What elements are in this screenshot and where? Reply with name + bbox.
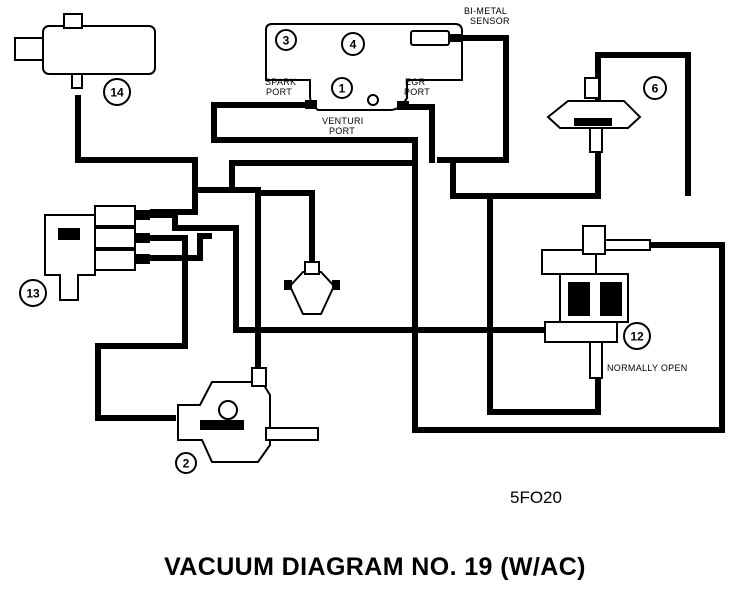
bimetal-label-line1: BI-METAL [464, 6, 507, 16]
component-2-diaphragm [218, 400, 238, 420]
spark-port-label-line2: PORT [266, 87, 292, 97]
callout-1: 1 [339, 82, 346, 96]
component-14-cap [14, 37, 44, 61]
hose-14-to-13 [75, 95, 198, 215]
hose-13-top [150, 212, 545, 333]
component-6-inlet [584, 77, 600, 99]
callout-2: 2 [183, 457, 190, 471]
venturi-port-label-line1: VENTURI [322, 116, 364, 126]
component-6-diaphragm [574, 118, 612, 126]
hose-egr-port [405, 104, 435, 163]
component-12-coil-right [600, 282, 622, 316]
component-6-housing [546, 100, 642, 129]
component-12-base [544, 321, 618, 343]
component-13-port-block-3 [94, 249, 136, 271]
component-13-nipple-3 [135, 254, 150, 264]
callout-12-circle [623, 322, 651, 350]
callout-6: 6 [652, 82, 659, 96]
venturi-dome [284, 261, 340, 315]
component-13 [44, 205, 150, 301]
component-12-top-port [582, 225, 606, 255]
component-13-nipple-1 [135, 210, 150, 220]
component-12-side-port [604, 239, 651, 251]
egr-port-label-line2: PORT [404, 87, 430, 97]
diagram-title: VACUUM DIAGRAM NO. 19 (W/AC) [164, 553, 586, 581]
component-13-port-block-2 [94, 227, 136, 249]
callout-3: 3 [283, 34, 290, 48]
spark-port-nipple [305, 100, 317, 109]
hose-to-12-lower [487, 196, 601, 415]
component-14-top-port [63, 13, 83, 29]
hose-spark-port [211, 102, 418, 163]
callout-4-circle [341, 32, 365, 56]
component-12 [541, 225, 651, 379]
venturi-port-hole [367, 94, 379, 106]
component-12-coil-left [568, 282, 590, 316]
egr-port-label-line1: EGR [405, 77, 426, 87]
component-2 [177, 367, 319, 463]
hose-center-right [229, 160, 725, 433]
vacuum-hoses [75, 35, 725, 433]
venturi-port-label-line2: PORT [329, 126, 355, 136]
component-6 [546, 77, 642, 153]
bimetal-sensor-nipple [449, 34, 463, 42]
callout-2-circle [175, 452, 197, 474]
bimetal-label-line2: SENSOR [470, 16, 510, 26]
component-14-body [42, 25, 156, 75]
hose-13-mid [95, 235, 188, 421]
component-2-top-port [251, 367, 267, 387]
callouts: 1 2 3 4 6 12 13 14 [19, 29, 667, 474]
venturi-dome-left-nub [284, 280, 292, 290]
component-6-stem [589, 127, 603, 153]
callout-13-circle [19, 279, 47, 307]
callout-14-circle [103, 78, 131, 106]
component-12-bottom-port [589, 341, 603, 379]
egr-port-nipple [397, 101, 409, 110]
callout-13: 13 [26, 287, 40, 301]
hose-trunk-left [195, 187, 261, 380]
callout-12: 12 [630, 330, 644, 344]
component-2-link [265, 427, 319, 441]
component-13-interior [58, 228, 80, 240]
callout-14: 14 [110, 86, 124, 100]
component-14 [14, 13, 156, 89]
venturi-dome-body [288, 271, 336, 315]
bimetal-sensor-body [410, 30, 450, 46]
carburetor-body [265, 23, 463, 111]
spark-port-label-line1: SPARK [265, 77, 296, 87]
venturi-dome-port [304, 261, 320, 275]
hose-to-dome [258, 190, 315, 268]
component-13-body [44, 214, 96, 301]
callout-4: 4 [350, 38, 357, 52]
hose-13-low [150, 233, 212, 261]
callout-3-circle [275, 29, 297, 51]
component-13-port-block-1 [94, 205, 136, 227]
callout-6-circle [643, 76, 667, 100]
component-13-nipple-2 [135, 233, 150, 243]
venturi-dome-right-nub [332, 280, 340, 290]
component-2-rod [200, 420, 244, 430]
component-14-bottom-port [71, 73, 83, 89]
normally-open-label: NORMALLY OPEN [607, 363, 688, 373]
callout-1-circle [331, 77, 353, 99]
figure-code: 5FO20 [510, 488, 562, 507]
